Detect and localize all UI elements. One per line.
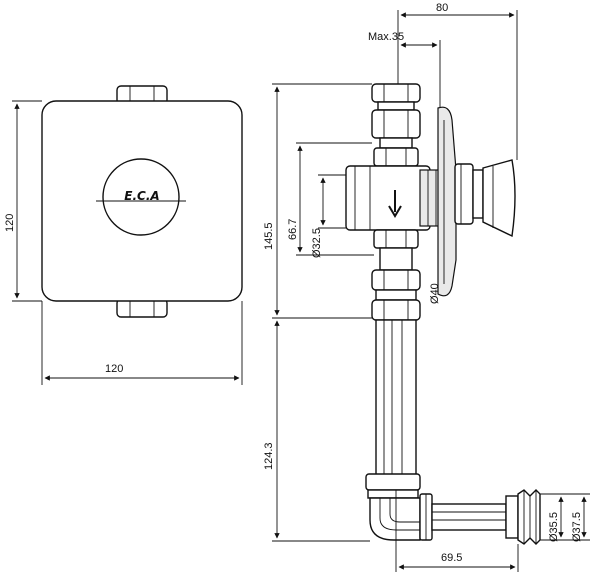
dim-thread-diameters: Ø35.5 Ø37.5: [540, 493, 590, 542]
horizontal-pipe: [431, 503, 507, 531]
dim-label-pipe-length: 124.3: [263, 442, 275, 470]
arrow-down-icon: [388, 190, 402, 218]
eca-logo: E.C.A: [124, 189, 159, 203]
lower-connector: [371, 229, 421, 321]
dim-label-body-diameter: Ø32.5: [311, 228, 323, 258]
dim-label-front-width: 120: [105, 363, 123, 375]
elbow-fitting: [365, 473, 433, 541]
threaded-end: [505, 489, 541, 545]
dim-body-height: 66.7: [287, 142, 374, 256]
dim-label-thread-outer: Ø37.5: [571, 512, 583, 542]
push-button: [102, 158, 180, 236]
front-bottom-nut: [116, 298, 168, 318]
dim-front-width: 120: [41, 301, 243, 385]
dim-label-elbow-offset: 69.5: [441, 552, 462, 564]
dim-outlet-diameter: Ø40: [429, 283, 441, 304]
dim-label-overall-depth: 80: [436, 2, 448, 14]
dim-valve-height: 145.5: [263, 83, 372, 319]
dim-label-outlet-diameter: Ø40: [429, 283, 441, 304]
side-dimensions: 80 Max.35 145.5 66.7 Ø32.5: [263, 2, 590, 572]
vertical-pipe: [375, 319, 417, 481]
dim-body-diameter: Ø32.5: [311, 174, 346, 258]
dim-elbow-offset: 69.5: [395, 490, 519, 572]
dim-label-valve-height: 145.5: [263, 222, 275, 250]
side-push-knob: [454, 159, 516, 238]
side-view: [345, 83, 541, 545]
dim-pipe-length: 124.3: [263, 320, 370, 542]
front-top-nut: [116, 85, 168, 105]
front-view: E.C.A 120 120: [4, 85, 243, 385]
dim-label-max-wall: Max.35: [368, 31, 404, 43]
wall-plate: [437, 106, 457, 297]
dim-label-front-height: 120: [4, 214, 16, 232]
dim-label-thread-inner: Ø35.5: [548, 512, 560, 542]
upper-connector: [371, 83, 421, 167]
dim-overall-depth: 80: [397, 2, 518, 160]
dim-label-body-height: 66.7: [287, 219, 299, 240]
dim-front-height: 120: [4, 100, 42, 302]
dim-max-wall: Max.35: [368, 31, 441, 108]
